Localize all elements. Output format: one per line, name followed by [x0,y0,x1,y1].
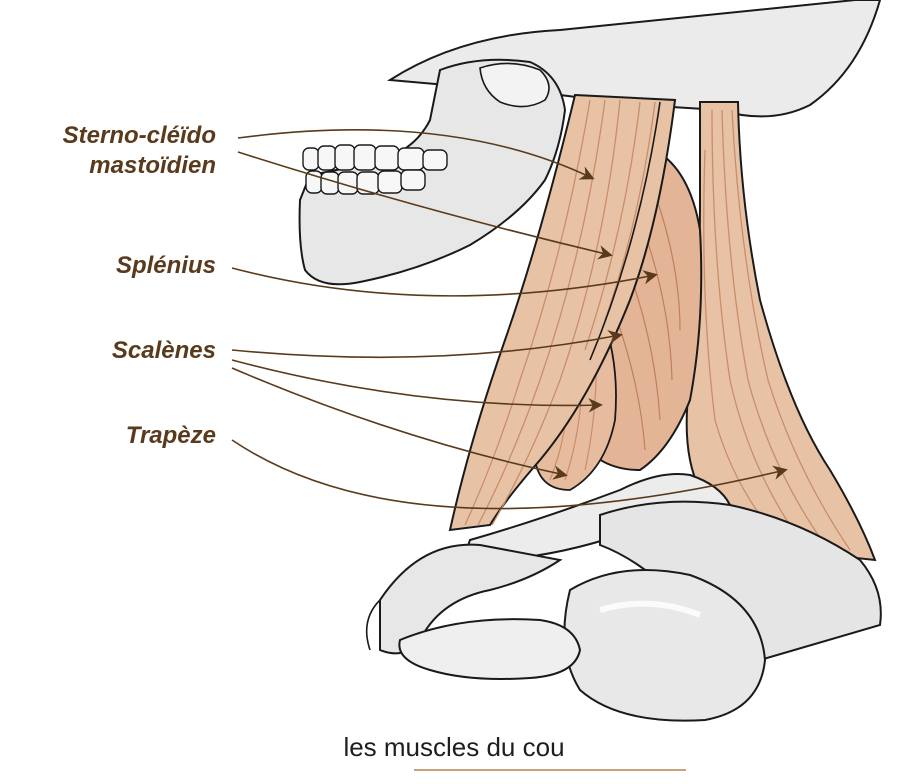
leader-scm-2 [237,151,613,260]
leader-scm-1 [237,129,595,180]
leader-scalenes-3 [231,367,568,480]
label-scalenes: Scalènes [111,337,216,364]
caption: les muscles du cou [343,732,565,762]
upper-chest-outline [365,599,381,651]
label-sternocleidomastoid: Sterno-cléïdo mastoïdien [20,121,216,181]
leader-lines [231,129,788,510]
trapezius-fibers [703,109,851,551]
sternocleidomastoid-fibers [464,99,656,526]
caption-underline [414,769,686,771]
label-scm-line1: Sterno-cléïdo [62,122,216,149]
humerus-highlight [599,600,702,618]
label-trapeze: Trapèze [125,422,216,449]
leader-scalenes-1 [231,330,623,359]
second-rib [398,618,582,680]
leader-scalenes-2 [231,359,603,413]
label-scm-line2: mastoïdien [89,152,216,179]
leader-trapeze [231,439,788,510]
sternocleidomastoid-split [589,101,661,361]
label-splenius: Splénius [115,252,216,279]
mandible-condyle [479,62,550,108]
leader-splenius [231,267,658,297]
